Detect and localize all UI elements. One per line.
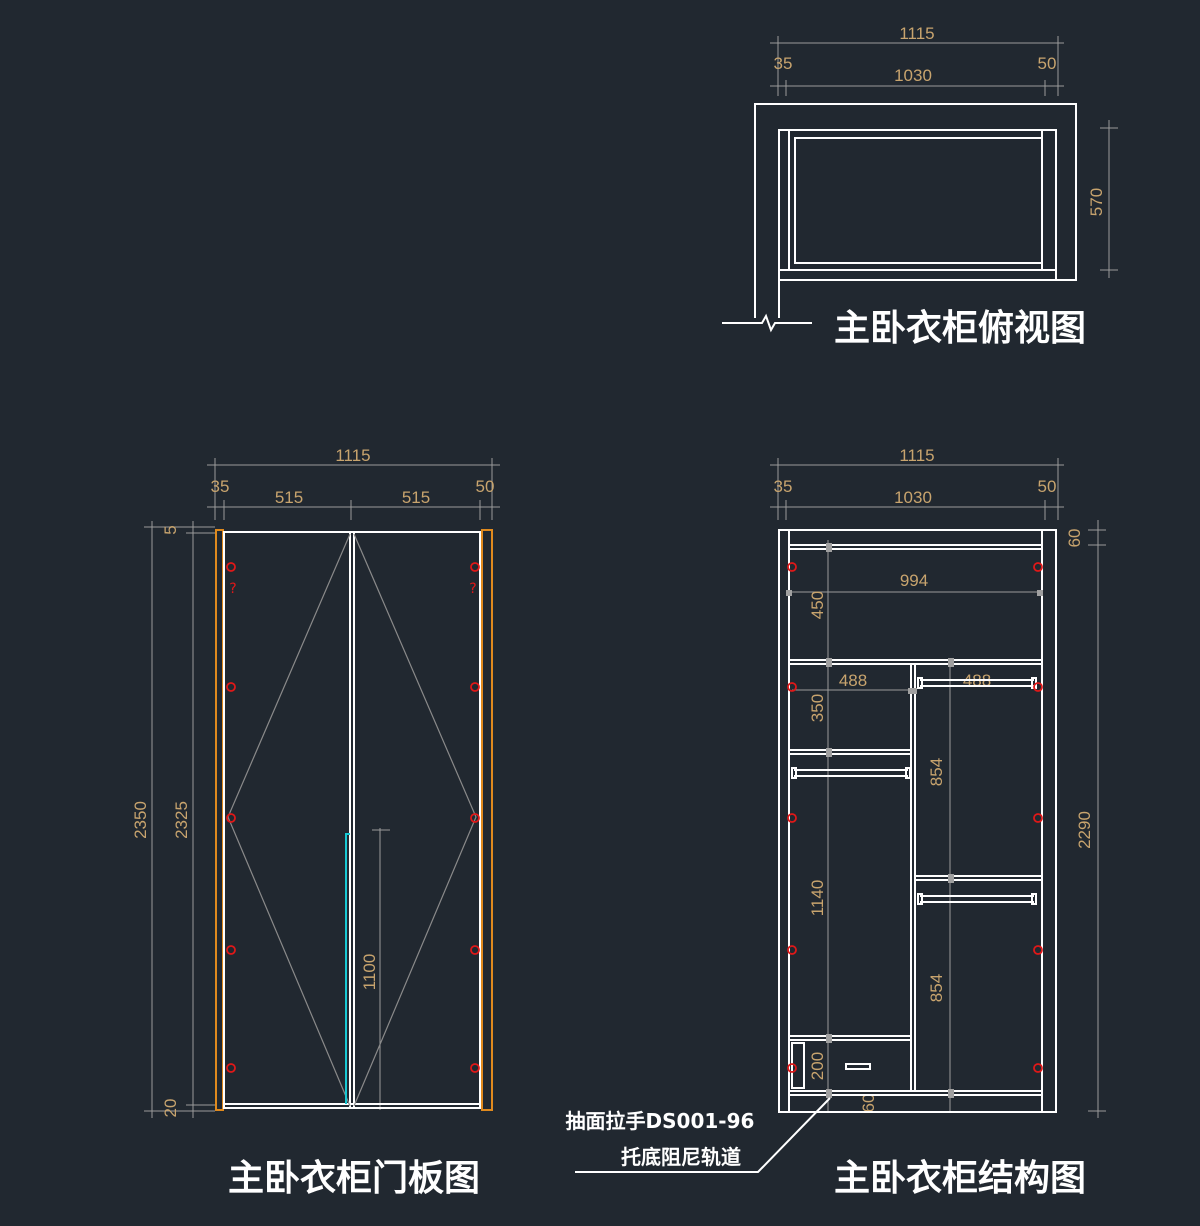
door-leaf-height: 2325 [172, 801, 191, 839]
structure-view: 1115 35 1030 50 60 2290 994 450 350 1140… [566, 446, 1106, 1199]
right-side-panel [481, 529, 493, 1111]
rail-note: 托底阻尼轨道 [621, 1145, 741, 1169]
door-dimensions: 1115 35 515 515 50 5 2350 2325 20 1100 [131, 446, 500, 1118]
structure-right-offset: 50 [1038, 477, 1057, 496]
left-section-width: 488 [839, 671, 867, 690]
top-view: 1115 35 1030 50 570 主卧衣柜俯视图 [722, 24, 1118, 349]
drawer-front [791, 1042, 805, 1089]
structure-overall-width: 1115 [899, 446, 934, 465]
structure-left-offset: 35 [774, 477, 793, 496]
top-depth: 570 [1087, 188, 1106, 216]
right-lower-height: 854 [927, 974, 946, 1002]
dimension-ticks [786, 543, 1043, 1098]
drawer-handle [845, 1063, 871, 1070]
door-bottom-gap: 20 [161, 1099, 180, 1118]
handle-note: 抽面拉手DS001-96 [566, 1109, 755, 1133]
structure-dimensions: 1115 35 1030 50 60 2290 994 450 350 1140… [770, 446, 1106, 1118]
door-total-height: 2350 [131, 801, 150, 839]
door-right-offset: 50 [476, 477, 495, 496]
top-inner-width: 1030 [894, 66, 932, 85]
top-right-offset: 50 [1038, 54, 1057, 73]
top-view-title: 主卧衣柜俯视图 [834, 308, 1086, 349]
hanging-height: 1140 [808, 880, 827, 917]
structure-hinge-markers [787, 562, 1043, 1073]
door-handle [345, 833, 350, 1104]
note-leader-line [575, 1097, 831, 1173]
hinge-mark-left: ? [229, 581, 236, 597]
top-panel-height: 60 [1065, 529, 1084, 548]
door-right-leaf-width: 515 [402, 488, 430, 507]
left-side-panel [215, 529, 224, 1111]
door-left-leaf-width: 515 [275, 488, 303, 507]
handle-height: 1100 [360, 954, 379, 991]
drawer-height: 200 [808, 1052, 827, 1080]
shelf-width: 994 [900, 571, 928, 590]
top-view-dimensions: 1115 35 1030 50 570 [770, 24, 1118, 278]
door-top-gap: 5 [161, 525, 180, 534]
cabinet-height: 2290 [1075, 811, 1094, 849]
left-compartment-height: 350 [808, 694, 827, 722]
hinge-mark-right: ? [469, 581, 476, 597]
door-overall-width: 1115 [335, 446, 370, 465]
door-left-offset: 35 [211, 477, 230, 496]
top-compartment-height: 450 [808, 591, 827, 619]
top-left-offset: 35 [774, 54, 793, 73]
structure-inner-width: 1030 [894, 488, 932, 507]
door-panel-title: 主卧衣柜门板图 [228, 1158, 480, 1199]
door-panel-view: 1115 35 515 515 50 5 2350 2325 20 1100 [131, 446, 500, 1199]
plinth-height: 60 [859, 1094, 878, 1113]
top-overall-width: 1115 [899, 24, 934, 43]
hinge-markers: ? ? [226, 562, 480, 1073]
structure-title: 主卧衣柜结构图 [834, 1158, 1086, 1199]
right-upper-height: 854 [927, 758, 946, 786]
